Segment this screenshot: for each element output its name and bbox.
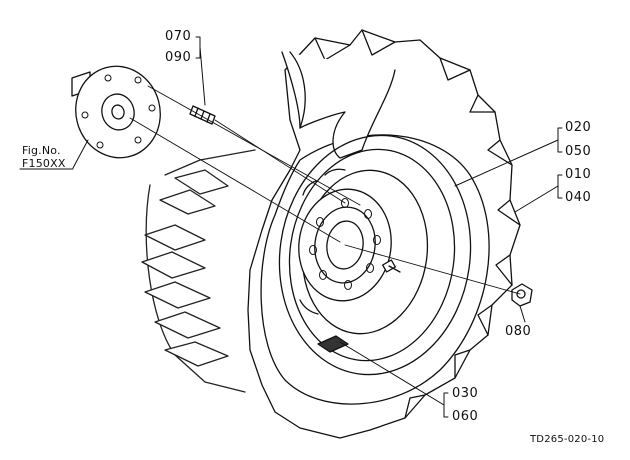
callout-tire-top: 010 (565, 167, 592, 182)
callout-disc-bottom: 050 (565, 144, 592, 159)
figure-ref-line1: Fig.No. (22, 144, 61, 157)
drawing-code: TD265-020-10 (530, 434, 605, 445)
callout-disc-top: 020 (565, 120, 592, 135)
center-lines (129, 85, 521, 295)
figure-ref-line2: F150XX (22, 157, 66, 170)
leader-lines (19, 36, 563, 418)
callout-valve-bottom: 060 (452, 409, 479, 424)
wheel-stud (189, 105, 216, 125)
wheel-nut (511, 283, 533, 307)
axle-hub (71, 65, 161, 159)
tire-cutaway (281, 51, 396, 159)
valve-stem (382, 259, 401, 273)
callout-stud-top: 070 (165, 29, 192, 44)
valve-plate (317, 335, 349, 353)
callout-stud-bottom: 090 (165, 50, 192, 65)
callout-valve-top: 030 (452, 386, 479, 401)
callout-nut: 080 (505, 324, 532, 339)
rear-tire (141, 149, 256, 393)
callout-tire-bottom: 040 (565, 190, 592, 205)
figure-reference: Fig.No. F150XX (22, 144, 66, 170)
